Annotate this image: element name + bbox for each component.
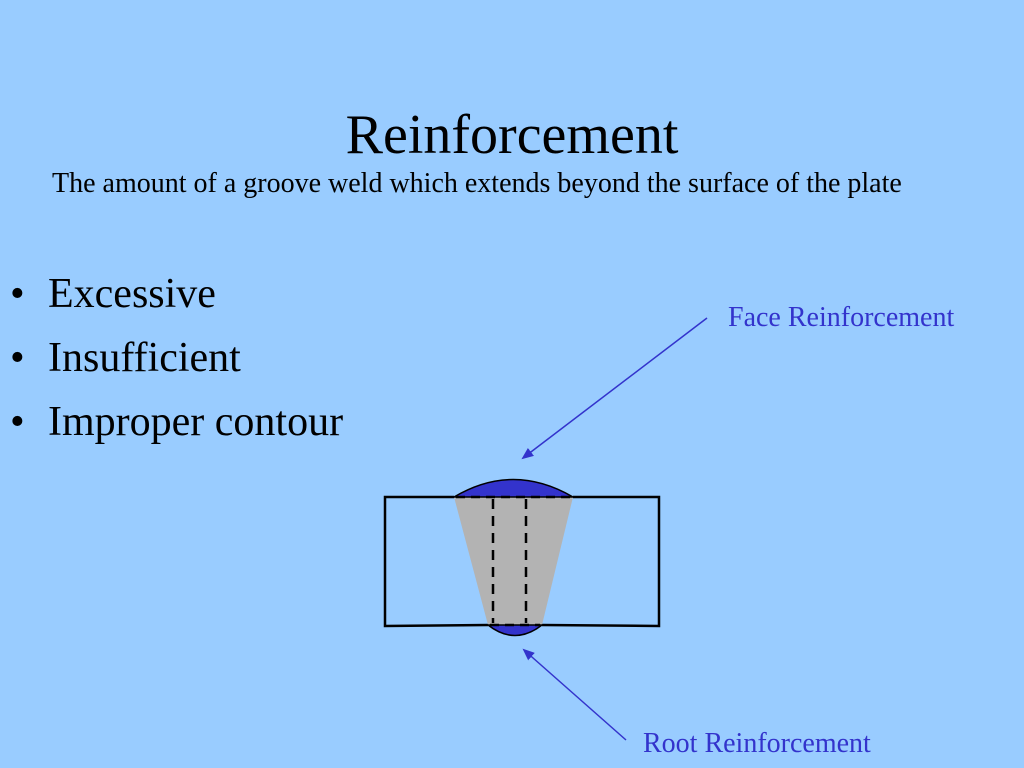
bullet-item-improper-contour: • Improper contour bbox=[10, 390, 343, 454]
bullet-item-excessive: • Excessive bbox=[10, 262, 343, 326]
bullet-text: Insufficient bbox=[48, 335, 241, 381]
right-plate bbox=[541, 495, 661, 628]
face-arrow bbox=[521, 317, 708, 460]
face-reinforcement bbox=[451, 478, 576, 498]
bullet-list: • Excessive • Insufficient • Improper co… bbox=[10, 262, 343, 454]
bullet-text: Excessive bbox=[48, 271, 216, 317]
bullet-item-insufficient: • Insufficient bbox=[10, 326, 343, 390]
slide-title: Reinforcement bbox=[345, 104, 679, 166]
bullet-dot: • bbox=[10, 335, 25, 381]
bullet-dot: • bbox=[10, 271, 25, 317]
definition-text: The amount of a groove weld which extend… bbox=[52, 168, 902, 199]
root-arrow bbox=[522, 648, 627, 741]
groove-weld bbox=[454, 497, 573, 625]
bullet-dot: • bbox=[10, 399, 25, 445]
bullet-text: Improper contour bbox=[48, 399, 344, 445]
left-plate bbox=[383, 495, 489, 628]
root-reinforcement-label: Root Reinforcement bbox=[643, 728, 871, 759]
root-reinforcement bbox=[485, 624, 545, 637]
face-reinforcement-label: Face Reinforcement bbox=[728, 302, 955, 333]
